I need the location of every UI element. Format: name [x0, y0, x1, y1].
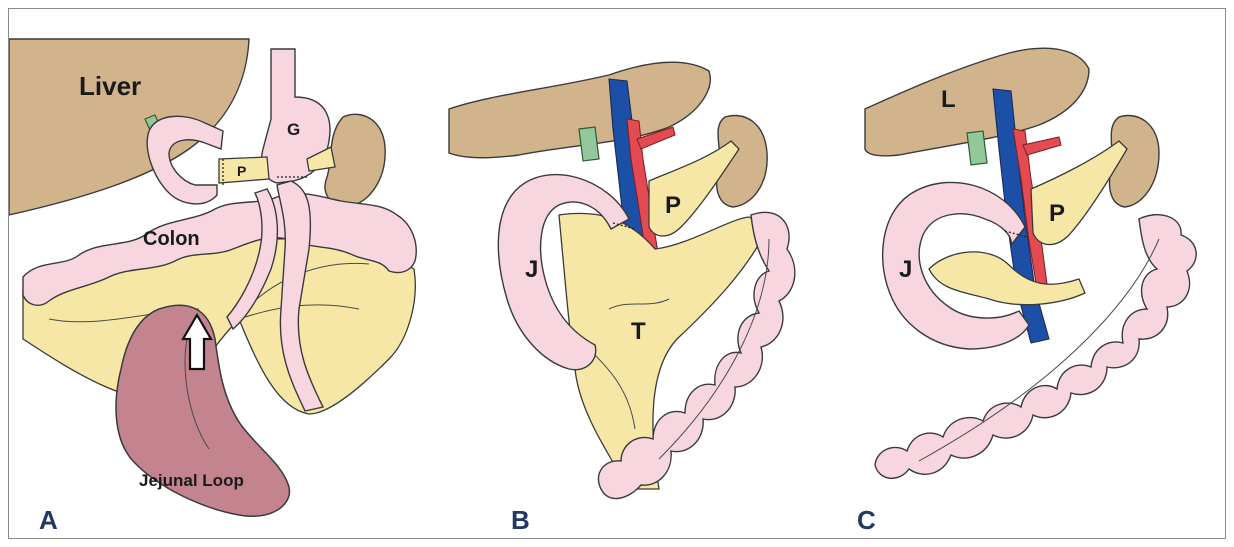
label-pancreas-c: P — [1049, 200, 1065, 227]
liver-b — [449, 62, 710, 157]
duodenum-a — [147, 116, 223, 204]
anatomy-figure: Liver G P Colon Jejunal Loop A P J T — [9, 9, 1225, 538]
label-jejunum-c: J — [899, 256, 912, 283]
figure-frame: Liver G P Colon Jejunal Loop A P J T — [8, 8, 1226, 539]
bile-duct-c — [967, 131, 987, 165]
panel-a: Liver G P Colon Jejunal Loop A — [9, 39, 416, 535]
panel-b: P J T B — [449, 62, 795, 535]
label-stomach: G — [287, 120, 300, 139]
label-jejunal-loop: Jejunal Loop — [139, 471, 244, 490]
label-colon: Colon — [143, 228, 200, 250]
label-liver: Liver — [79, 71, 141, 101]
panel-letter-a: A — [39, 505, 58, 535]
label-liver-c: L — [941, 86, 956, 113]
label-pancreas-a: P — [237, 163, 246, 179]
label-pancreas-b: P — [665, 192, 681, 219]
label-treitz: T — [631, 318, 646, 345]
label-jejunum-b: J — [525, 256, 538, 283]
bile-duct-b — [579, 127, 599, 161]
artery-branch-c — [1023, 137, 1061, 155]
panel-letter-c: C — [857, 505, 876, 535]
panel-letter-b: B — [511, 505, 530, 535]
panel-c: L P J C — [857, 48, 1196, 535]
mesentery-c — [929, 252, 1085, 305]
